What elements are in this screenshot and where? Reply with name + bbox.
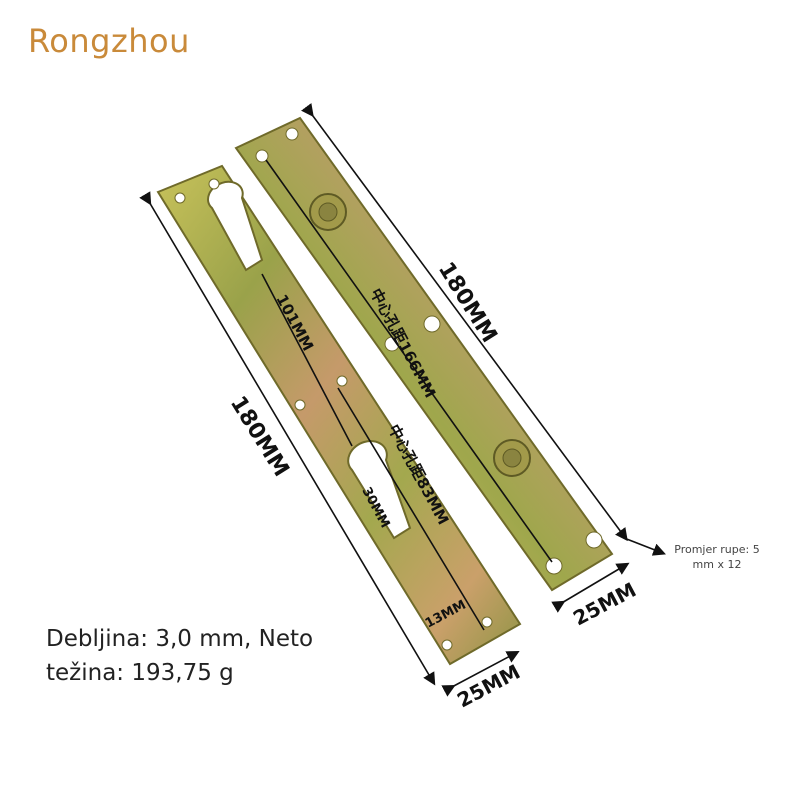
bolt-top	[309, 193, 347, 231]
dim-line-101	[261, 273, 353, 447]
dim-line-left-length	[139, 191, 436, 686]
dim-line-166	[265, 159, 553, 563]
label-left-length: 180MM	[225, 392, 294, 481]
hole-note: Promjer rupe: 5 mm x 12	[674, 543, 760, 571]
dim-line-right-width	[551, 562, 630, 613]
dim-line-83	[337, 387, 485, 631]
brand-logo: Rongzhou	[28, 22, 190, 60]
label-right-width: 25MM	[569, 577, 640, 630]
hole-note-pointer	[623, 537, 666, 556]
bolt-bottom	[493, 439, 531, 477]
spec-caption: Debljina: 3,0 mm, Neto težina: 193,75 g	[46, 626, 314, 686]
dim-line-left-width	[441, 650, 520, 697]
dim-line-right-length	[301, 103, 628, 542]
